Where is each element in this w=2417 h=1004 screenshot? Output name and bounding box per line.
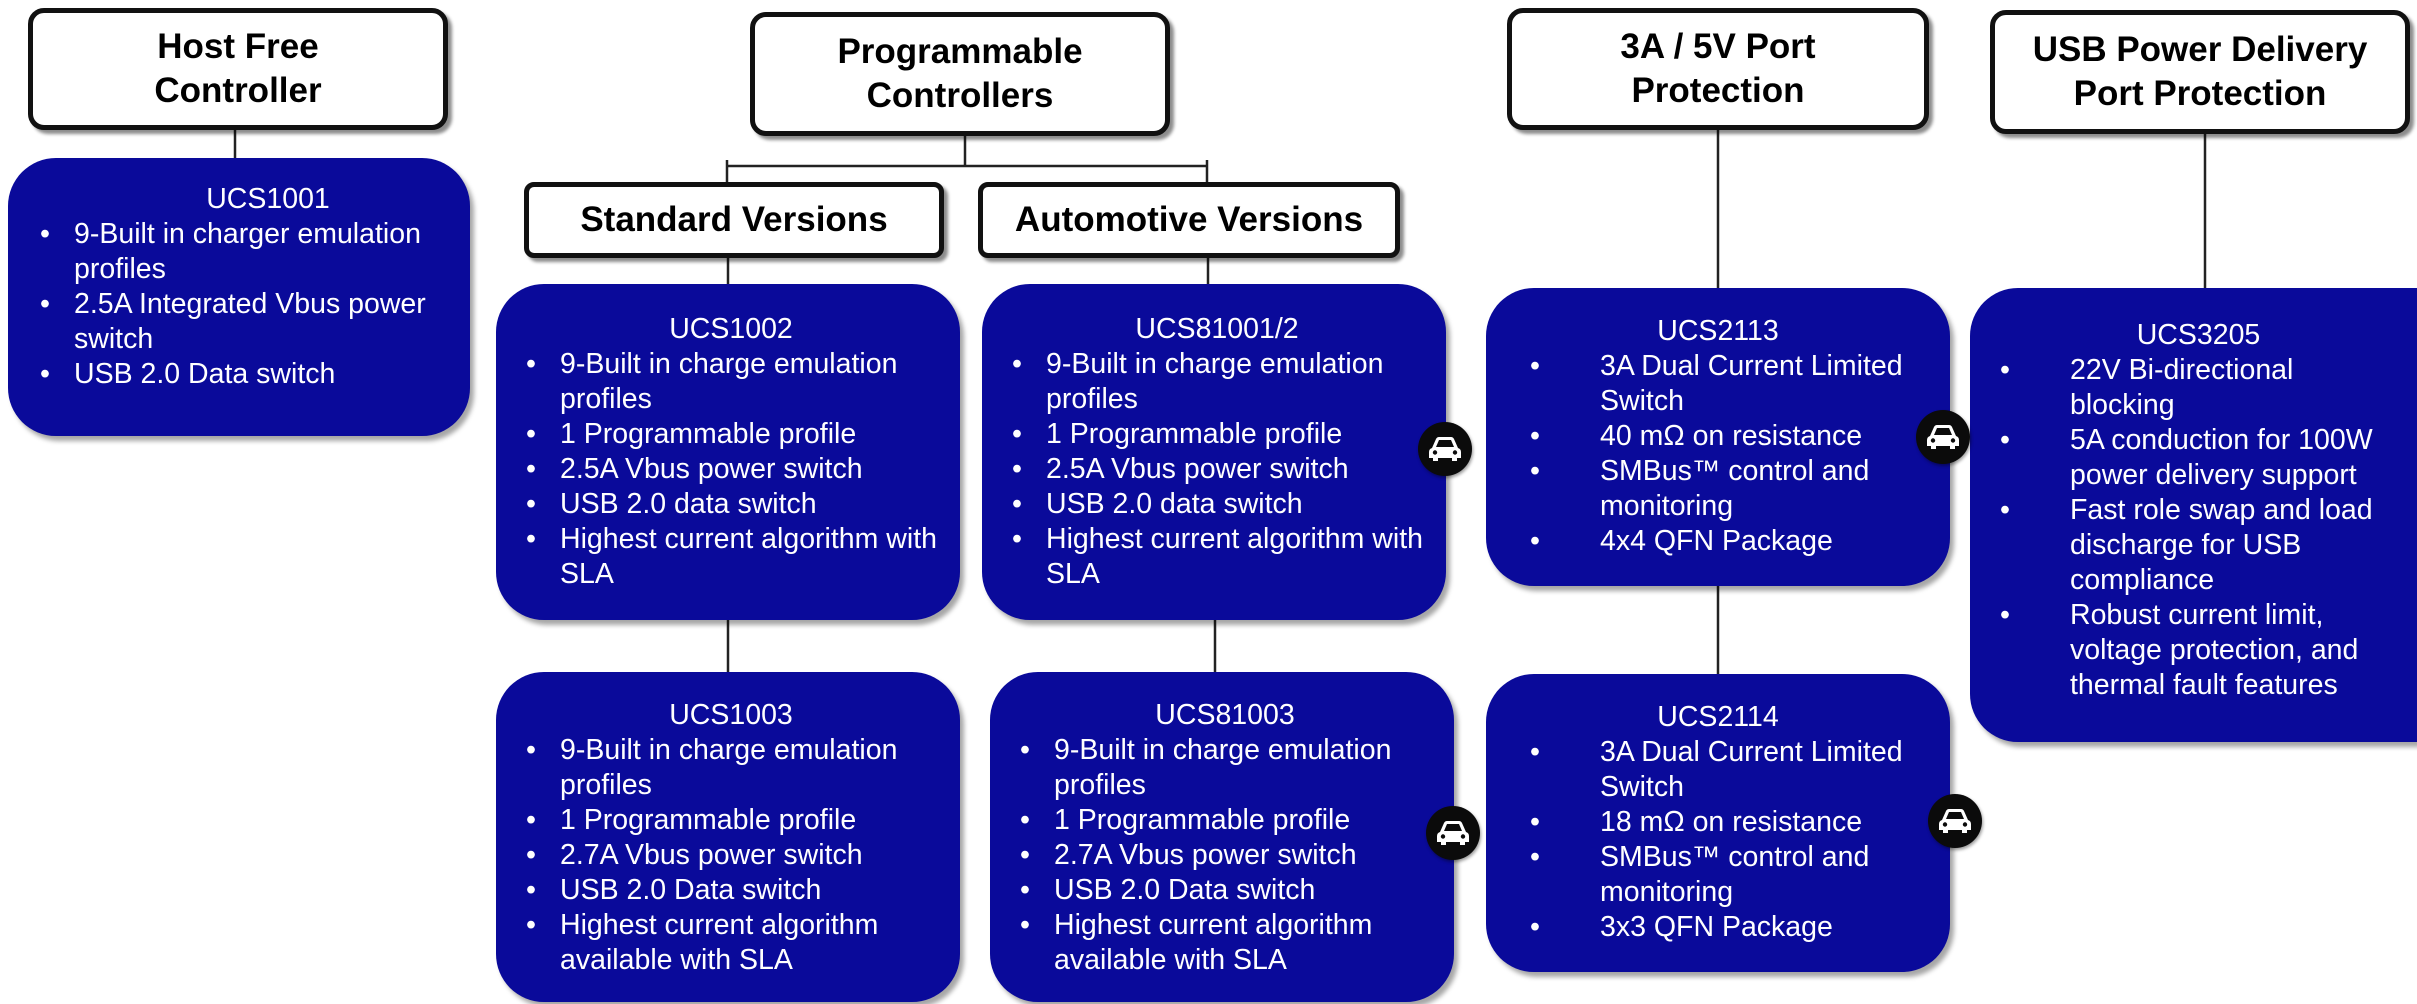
feature-item: SMBus™ control and monitoring (1506, 454, 1930, 524)
feature-item: 18 mΩ on resistance (1506, 805, 1930, 840)
feature-item: 40 mΩ on resistance (1506, 419, 1930, 454)
feature-item: 22V Bi-directional blocking (1976, 353, 2401, 423)
header-line: Port Protection (2073, 74, 2327, 113)
feature-item: 2.5A Vbus power switch (1008, 452, 1426, 487)
card-title: UCS81001/2 (1135, 313, 1299, 345)
feature-item: 9-Built in charge emulation profiles (522, 347, 940, 417)
header-host-free-controller: Host Free Controller (28, 8, 448, 130)
feature-item: 2.7A Vbus power switch (1016, 838, 1434, 873)
feature-item: 2.5A Vbus power switch (522, 452, 940, 487)
feature-item: 9-Built in charge emulation profiles (522, 733, 940, 803)
card-title: UCS3205 (2136, 319, 2261, 351)
card-ucs2114: UCS2114 3A Dual Current Limited Switch 1… (1486, 674, 1950, 972)
card-title: UCS1001 (206, 183, 330, 215)
feature-item: 5A conduction for 100W power delivery su… (1976, 423, 2401, 493)
header-programmable-controllers: Programmable Controllers (750, 12, 1170, 136)
card-ucs1002: UCS1002 9-Built in charge emulation prof… (496, 284, 960, 620)
feature-list: 9-Built in charge emulation profiles 1 P… (522, 347, 940, 592)
card-ucs81003: UCS81003 9-Built in charge emulation pro… (990, 672, 1454, 1002)
header-line: Protection (1631, 71, 1805, 110)
feature-item: USB 2.0 Data switch (522, 873, 940, 908)
feature-item: 9-Built in charge emulation profiles (1016, 733, 1434, 803)
card-ucs1001: UCS1001 9-Built in charger emulation pro… (8, 158, 470, 436)
feature-list: 22V Bi-directional blocking 5A conductio… (1976, 353, 2401, 703)
card-ucs2113: UCS2113 3A Dual Current Limited Switch 4… (1486, 288, 1950, 586)
feature-item: 9-Built in charge emulation profiles (1008, 347, 1426, 417)
feature-item: 3A Dual Current Limited Switch (1506, 349, 1930, 419)
card-title: UCS2113 (1657, 315, 1779, 347)
header-line: Host Free (157, 27, 319, 66)
feature-item: 2.7A Vbus power switch (522, 838, 940, 873)
feature-item: USB 2.0 Data switch (36, 357, 450, 392)
header-usb-power-delivery: USB Power Delivery Port Protection (1990, 10, 2410, 134)
card-title: UCS1003 (669, 699, 793, 731)
header-port-protection: 3A / 5V Port Protection (1507, 8, 1929, 130)
feature-item: Fast role swap and load discharge for US… (1976, 493, 2401, 598)
feature-item: 9-Built in charger emulation profiles (36, 217, 450, 287)
feature-item: 1 Programmable profile (522, 803, 940, 838)
feature-item: USB 2.0 Data switch (1016, 873, 1434, 908)
header-line: USB Power Delivery (2032, 30, 2368, 69)
feature-item: 2.5A Integrated Vbus power switch (36, 287, 450, 357)
feature-item: USB 2.0 data switch (1008, 487, 1426, 522)
feature-item: 1 Programmable profile (1008, 417, 1426, 452)
feature-list: 3A Dual Current Limited Switch 40 mΩ on … (1506, 349, 1930, 559)
feature-item: Robust current limit, voltage protection… (1976, 598, 2401, 703)
header-line: Controllers (866, 76, 1054, 115)
feature-item: Highest current algorithm available with… (522, 908, 940, 978)
header-line: 3A / 5V Port (1620, 27, 1816, 66)
card-ucs3205: UCS3205 22V Bi-directional blocking 5A c… (1970, 288, 2417, 742)
subheader-standard-versions: Standard Versions (524, 182, 944, 258)
header-line: Controller (154, 71, 322, 110)
feature-item: Highest current algorithm with SLA (1008, 522, 1426, 592)
feature-item: Highest current algorithm available with… (1016, 908, 1434, 978)
card-title: UCS2114 (1657, 701, 1779, 733)
car-icon (1426, 806, 1480, 860)
card-title: UCS1002 (669, 313, 793, 345)
feature-item: 1 Programmable profile (522, 417, 940, 452)
feature-item: 4x4 QFN Package (1506, 524, 1930, 559)
feature-item: 3x3 QFN Package (1506, 910, 1930, 945)
feature-item: USB 2.0 data switch (522, 487, 940, 522)
car-icon (1928, 794, 1982, 848)
feature-list: 9-Built in charge emulation profiles 1 P… (1016, 733, 1434, 978)
car-icon (1418, 422, 1472, 476)
feature-item: SMBus™ control and monitoring (1506, 840, 1930, 910)
car-icon (1916, 410, 1970, 464)
card-title: UCS81003 (1155, 699, 1295, 731)
feature-list: 3A Dual Current Limited Switch 18 mΩ on … (1506, 735, 1930, 945)
card-ucs1003: UCS1003 9-Built in charge emulation prof… (496, 672, 960, 1002)
feature-list: 9-Built in charger emulation profiles 2.… (36, 217, 450, 392)
card-ucs81001-2: UCS81001/2 9-Built in charge emulation p… (982, 284, 1446, 620)
feature-item: 1 Programmable profile (1016, 803, 1434, 838)
feature-item: Highest current algorithm with SLA (522, 522, 940, 592)
feature-item: 3A Dual Current Limited Switch (1506, 735, 1930, 805)
header-line: Programmable (837, 32, 1083, 71)
feature-list: 9-Built in charge emulation profiles 1 P… (1008, 347, 1426, 592)
subheader-automotive-versions: Automotive Versions (978, 182, 1400, 258)
feature-list: 9-Built in charge emulation profiles 1 P… (522, 733, 940, 978)
